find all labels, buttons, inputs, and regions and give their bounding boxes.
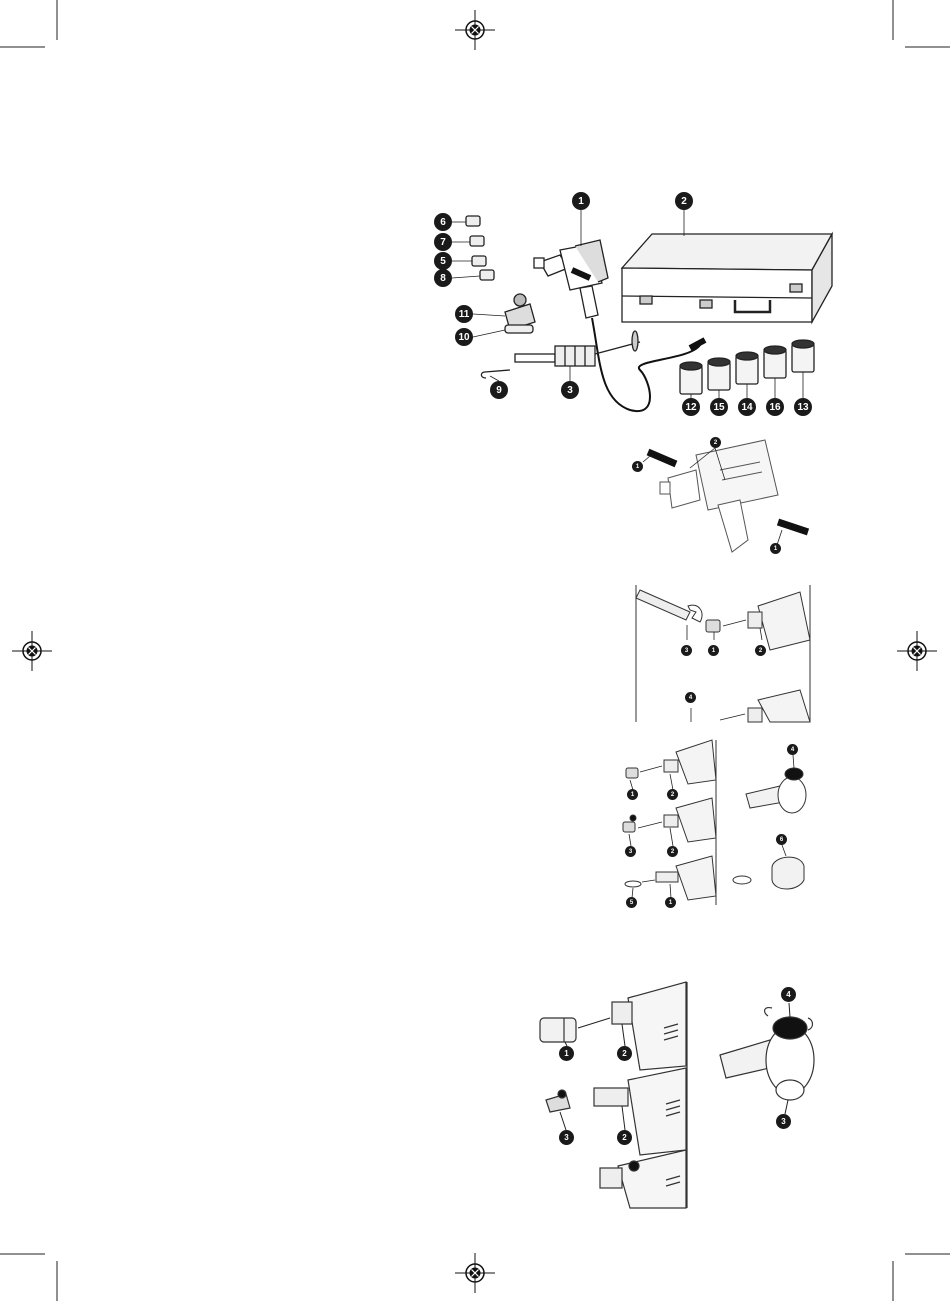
callout-badge: 2 xyxy=(617,1046,632,1061)
callout-badge: 1 xyxy=(559,1046,574,1061)
callout-badge: 2 xyxy=(617,1130,632,1145)
callout-badge: 3 xyxy=(559,1130,574,1145)
callout-badge: 3 xyxy=(776,1114,791,1129)
callout-badge: 4 xyxy=(781,987,796,1002)
